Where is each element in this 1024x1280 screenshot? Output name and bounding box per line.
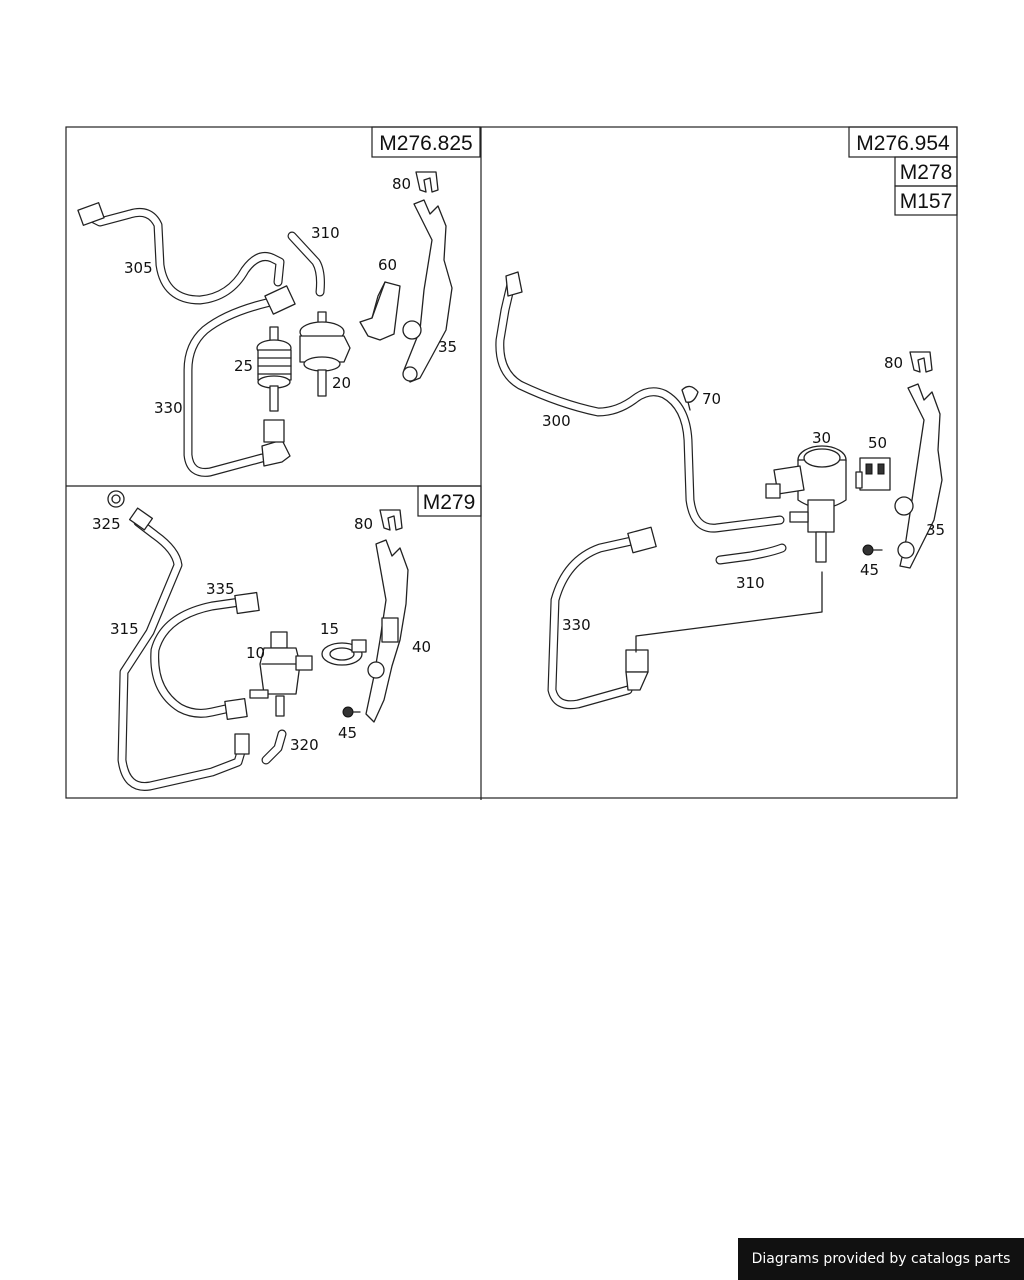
ring-325 <box>107 490 125 508</box>
clip-70 <box>681 385 699 411</box>
part-label-310: 310 <box>311 224 340 242</box>
hose-330 <box>183 285 296 477</box>
engine-code-text: M276.825 <box>379 132 472 155</box>
part-label-30: 30 <box>812 429 831 447</box>
hose-310 <box>287 231 325 297</box>
part-label-80: 80 <box>392 175 411 193</box>
part-label-70: 70 <box>702 390 721 408</box>
part-label-305: 305 <box>124 259 153 277</box>
hose-305 <box>77 202 285 305</box>
clip-80 <box>379 509 403 531</box>
engine-code-text: M276.954 <box>856 132 950 155</box>
part-label-15: 15 <box>320 620 339 638</box>
part-label-330: 330 <box>562 616 591 634</box>
engine-code-m276-825: M276.825 <box>371 126 481 158</box>
engine-code-text: M279 <box>423 491 476 514</box>
panel-m276-954: 300 70 80 30 50 35 45 310 330 <box>495 271 945 710</box>
hose-315 <box>117 507 250 791</box>
part-label-325: 325 <box>92 515 121 533</box>
part-label-10: 10 <box>246 644 265 662</box>
part-label-80: 80 <box>884 354 903 372</box>
hose-310 <box>715 543 787 565</box>
engine-code-m278: M278 <box>894 156 958 187</box>
panel-m279: 325 80 335 315 15 10 40 45 320 <box>92 490 431 791</box>
part-label-35: 35 <box>926 521 945 539</box>
part-label-320: 320 <box>290 736 319 754</box>
hose-320 <box>261 729 287 765</box>
panel-m276-825: 80 305 310 60 25 20 35 330 <box>77 171 457 477</box>
part-label-45: 45 <box>860 561 879 579</box>
engine-code-m157: M157 <box>894 185 958 216</box>
engine-code-m279: M279 <box>417 485 482 517</box>
bolt-45 <box>862 544 883 556</box>
leader-line <box>635 571 823 653</box>
part-label-45: 45 <box>338 724 357 742</box>
panel-frames <box>65 126 958 800</box>
part-label-60: 60 <box>378 256 397 274</box>
hose-300 <box>495 271 785 533</box>
part-label-20: 20 <box>332 374 351 392</box>
valve-30 <box>765 445 847 563</box>
part-label-40: 40 <box>412 638 431 656</box>
part-label-310: 310 <box>736 574 765 592</box>
part-label-315: 315 <box>110 620 139 638</box>
bolt-45 <box>342 706 361 718</box>
bracket-35 <box>402 199 453 383</box>
hose-330 <box>547 526 657 710</box>
clip-80 <box>909 351 933 373</box>
bracket-40 <box>365 539 409 723</box>
engine-code-text: M278 <box>900 161 953 184</box>
valve-10 <box>249 631 313 717</box>
part-label-300: 300 <box>542 412 571 430</box>
engine-code-m276-954: M276.954 <box>848 126 958 158</box>
valve-20 <box>299 311 351 397</box>
bracket-60 <box>359 281 401 341</box>
part-label-35: 35 <box>438 338 457 356</box>
part-label-330: 330 <box>154 399 183 417</box>
part-label-50: 50 <box>868 434 887 452</box>
clip-80 <box>415 171 439 193</box>
connector-50 <box>855 457 891 491</box>
hose-335 <box>150 591 260 720</box>
part-label-25: 25 <box>234 357 253 375</box>
bracket-35 <box>894 383 943 569</box>
part-label-335: 335 <box>206 580 235 598</box>
valve-25 <box>256 326 292 412</box>
clamp-15 <box>321 639 367 666</box>
part-label-80: 80 <box>354 515 373 533</box>
engine-code-text: M157 <box>900 190 953 213</box>
footer-credit: Diagrams provided by catalogs parts <box>738 1238 1024 1280</box>
